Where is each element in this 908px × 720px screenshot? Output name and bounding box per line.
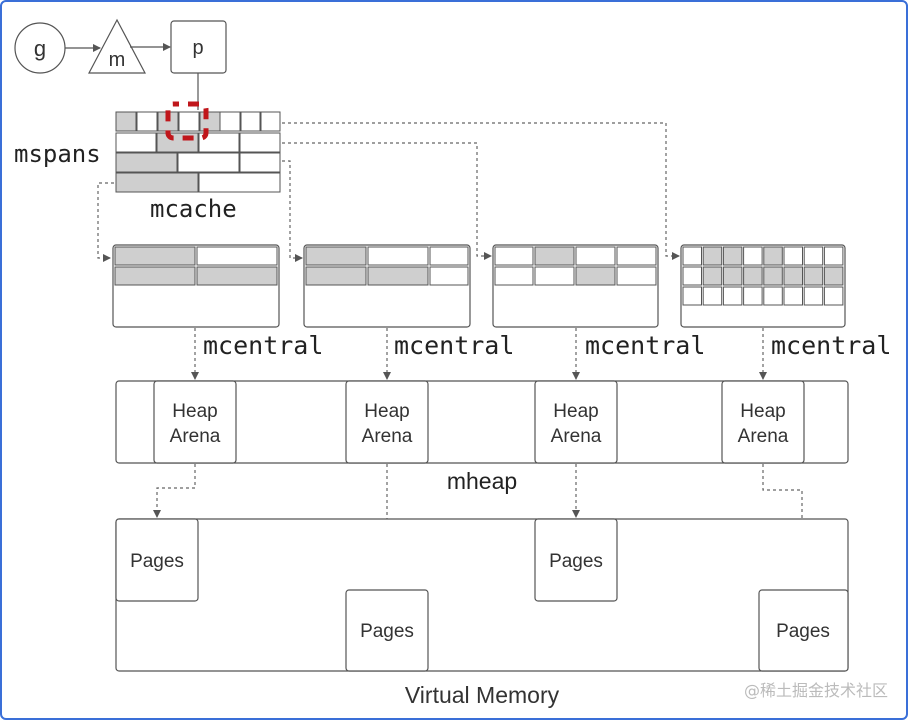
heap-arena-1-line2: Arena <box>170 426 221 447</box>
mcentral-label-2: mcentral <box>394 331 514 360</box>
heap-arena-2-line1: Heap <box>364 401 409 422</box>
p-node: p <box>170 20 227 74</box>
heap-arena-1-line1: Heap <box>172 401 217 422</box>
mcache-label: mcache <box>150 195 237 223</box>
watermark: @稀土掘金技术社区 <box>744 681 888 700</box>
mcentral-label-3: mcentral <box>585 331 705 360</box>
virtual-memory: Pages Pages Pages Pages <box>115 518 849 672</box>
mcentral-4-cell <box>702 266 723 286</box>
mcentral-4-cell <box>722 246 743 266</box>
mcentral-4-cell <box>682 246 702 266</box>
mcentral-4-cell <box>783 286 803 306</box>
heap-arena-2-line2: Arena <box>362 426 413 447</box>
mcentral-4-cell <box>722 266 743 286</box>
pages-2: Pages <box>345 589 429 672</box>
heap-arena-4: Heap Arena <box>721 380 805 464</box>
virtual-memory-label: Virtual Memory <box>405 682 560 708</box>
heap-arena-4-line2: Arena <box>738 426 789 447</box>
mcentral-4-cell <box>823 286 844 306</box>
mcache-to-mcentral-4-arrow <box>282 122 680 260</box>
mcentral-4-cell <box>702 286 723 306</box>
heap-arena-2: Heap Arena <box>345 380 429 464</box>
mcentral-4-cell <box>783 266 803 286</box>
mheap: Heap Arena Heap Arena Heap Arena Heap Ar… <box>115 380 849 464</box>
mcentral-label-1: mcentral <box>203 331 323 360</box>
mspans-label: mspans <box>14 140 101 168</box>
p-label: p <box>192 37 203 59</box>
heap-arena-3-line2: Arena <box>551 426 602 447</box>
mheap-label: mheap <box>447 468 517 494</box>
mcentral-4-cell <box>763 246 783 266</box>
heap-arena-3-line1: Heap <box>553 401 598 422</box>
mcentral-1 <box>112 244 280 328</box>
mcentral-4-cell <box>743 286 763 306</box>
mcentral-4-cell <box>763 286 783 306</box>
mcache-to-mcentral-2-arrow <box>282 160 303 262</box>
mcentral-4-cell <box>823 266 844 286</box>
arena-to-pages-1-arrow <box>153 464 196 518</box>
mcentral-4-cell <box>783 246 803 266</box>
mcentral-label-4: mcentral <box>771 331 891 360</box>
heap-arena-4-line1: Heap <box>740 401 785 422</box>
mcentral-4-cell <box>763 266 783 286</box>
heap-arena-1: Heap Arena <box>153 380 237 464</box>
mcentral-4-cell <box>803 246 824 266</box>
mcentral-3 <box>492 244 659 328</box>
pages-2-label: Pages <box>360 621 414 642</box>
pages-4-label: Pages <box>776 621 830 642</box>
pages-4: Pages <box>758 589 849 672</box>
mcache-to-mcentral-3-arrow <box>282 142 492 260</box>
pages-3-label: Pages <box>549 551 603 572</box>
mcentral-4-cell <box>803 266 824 286</box>
g-label: g <box>34 36 46 61</box>
mcentral-4-cell <box>722 286 743 306</box>
pages-1-label: Pages <box>130 551 184 572</box>
selected-span-highlight <box>165 101 209 141</box>
mcache-spans <box>115 111 281 193</box>
mcentral-2 <box>303 244 471 328</box>
mcentral-4-cell <box>702 246 723 266</box>
g-node: g <box>14 22 66 74</box>
m-label: m <box>109 49 126 71</box>
mcentral-4-cell <box>823 246 844 266</box>
mcache-to-mcentral-1-arrow <box>97 182 114 262</box>
mcentral-4-cell <box>743 266 763 286</box>
mcentral-4-cell <box>682 286 702 306</box>
mcentral-4-cell <box>803 286 824 306</box>
mcentral-4-cell <box>682 266 702 286</box>
pages-3: Pages <box>534 518 618 602</box>
mcentral-4 <box>680 244 846 328</box>
heap-arena-3: Heap Arena <box>534 380 618 464</box>
mcentral-4-cell <box>743 246 763 266</box>
pages-1: Pages <box>115 518 199 602</box>
